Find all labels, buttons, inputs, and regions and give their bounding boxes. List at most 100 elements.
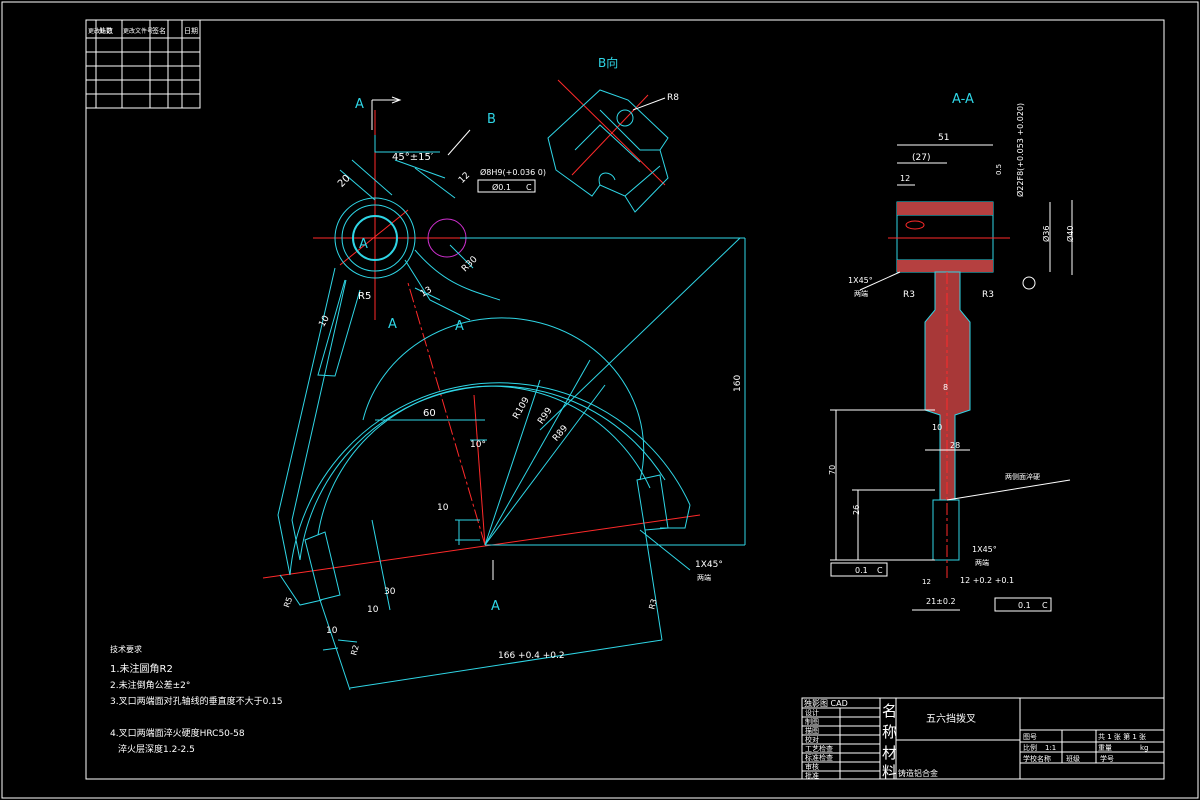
tb-r0: 图号 <box>1023 733 1037 741</box>
sec-perp-frame2 <box>994 597 1052 612</box>
dim-ang10: 10° <box>470 440 486 450</box>
dim-r99: R99 <box>536 406 555 426</box>
tb-r2: 1:1 <box>1045 744 1056 752</box>
sec-perp-datum: C <box>877 566 883 575</box>
sec-chamfer-left: 1X45° <box>848 276 873 285</box>
rev-h4: 日期 <box>184 27 198 35</box>
sec-d21: 21±0.2 <box>926 597 956 606</box>
arrow-mark-b: B <box>487 112 496 127</box>
tb-part-name: 五六挡拨叉 <box>926 712 976 725</box>
tb-cad: 独影图 CAD <box>804 698 848 708</box>
sec-d8: 8 <box>943 383 948 392</box>
dim-chamfer-note: 两端 <box>697 573 711 582</box>
dim-12: 12 <box>457 171 472 186</box>
tb-name-0: 名 <box>882 702 897 720</box>
rev-h1: 处数 <box>99 26 113 35</box>
sec-d12tol: 12 +0.2 +0.1 <box>960 576 1014 585</box>
sec-r3l: R3 <box>903 290 915 300</box>
sec-chamfer-right-note: 两端 <box>975 558 989 567</box>
sec-chamfer-right: 1X45° <box>972 545 997 554</box>
sec-mark-3: A <box>388 317 397 332</box>
dim-r2: R2 <box>349 644 360 657</box>
tb-row-5: 标准检查 <box>805 753 833 762</box>
position-datum: C <box>526 183 532 192</box>
dim-10d: 10 <box>326 626 338 636</box>
sec-d12b: 12 <box>922 578 931 586</box>
sec-d70: 70 <box>828 465 837 475</box>
sec-d40: Ø40 <box>1065 226 1075 242</box>
datum-c-symbol <box>1022 276 1036 290</box>
tb-row-3: 校对 <box>805 735 819 744</box>
sec-perp-tol: 0.1 <box>855 566 868 575</box>
dim-10b: 10 <box>437 503 449 513</box>
inner-border <box>85 19 1165 780</box>
sec-d27: (27) <box>912 153 930 163</box>
dim-angle-45: 45°±15′ <box>392 152 434 163</box>
tb-r6: 学校名称 <box>1023 754 1051 763</box>
dim-chamfer: 1X45° <box>695 560 723 570</box>
note-4: 4.叉口两端面淬火硬度HRC50-58 <box>110 727 245 739</box>
dim-r3: R3 <box>647 598 658 611</box>
tb-r4: 重量 <box>1098 744 1112 752</box>
sec-note-faces: 两侧面淬硬 <box>1005 472 1040 481</box>
technical-notes: 技术要求 1.未注圆角R2 2.未注倒角公差±2° 3.叉口两端面对孔轴线的垂直… <box>110 644 283 755</box>
tb-name-3: 料 <box>882 763 897 781</box>
sec-bore: Ø22F8(+0.053 +0.020) <box>1015 103 1025 197</box>
dim-r109: R109 <box>511 395 532 421</box>
dim-len166: 166 +0.4 +0.2 <box>498 651 565 661</box>
tb-row-7: 批准 <box>805 771 819 780</box>
sec-mark-4: A <box>455 319 464 334</box>
tb-row-1: 制图 <box>805 717 819 726</box>
position-tol: Ø0.1 <box>492 182 511 192</box>
title-block: 独影图 CAD 设计 制图 描图 校对 工艺检查 标准检查 审核 批准 名 称 … <box>801 697 1165 781</box>
notes-heading: 技术要求 <box>110 644 142 654</box>
sec-d51: 51 <box>938 133 949 143</box>
sec-d26: 26 <box>852 505 861 515</box>
rev-h3: 签名 <box>152 26 166 35</box>
sec-mark-5: A <box>491 599 500 614</box>
tb-r5: kg <box>1140 744 1149 752</box>
note-5: 淬火层深度1.2-2.5 <box>118 743 195 755</box>
sec-d28: 28 <box>950 441 960 450</box>
dim-r5b: R5 <box>282 596 294 609</box>
dim-60: 60 <box>423 408 436 419</box>
sec-d05: 0.5 <box>995 164 1003 175</box>
tb-name-2: 材 <box>882 744 897 762</box>
aux-view-b: B向 R8 <box>547 55 679 213</box>
main-view: A A A A A B 20 45°±15′ 12 Ø8H9(+0.036 0)… <box>262 79 746 691</box>
tb-r3: 共 1 张 第 1 张 <box>1098 732 1146 741</box>
hole-fit: Ø8H9(+0.036 0) <box>480 167 546 177</box>
revision-table: 更改标记 处数 更改文件号 签名 日期 <box>85 19 201 109</box>
tb-material: 铸造铝合金 <box>898 768 938 778</box>
tb-row-0: 设计 <box>805 708 819 717</box>
note-2: 2.未注倒角公差±2° <box>110 679 190 691</box>
sec-d10: 10 <box>932 423 942 432</box>
tb-name-1: 称 <box>882 723 897 741</box>
rev-h0: 更改标记 <box>88 27 112 35</box>
tb-row-6: 审核 <box>805 762 819 771</box>
sec-r3r: R3 <box>982 290 994 300</box>
sec-perp-frame <box>830 562 888 577</box>
sec-perp-tol2: 0.1 <box>1018 601 1031 610</box>
tb-row-2: 描图 <box>805 726 819 735</box>
sec-d36: Ø36 <box>1041 226 1051 242</box>
sec-mark-2: A <box>359 237 368 252</box>
dim-13: 13 <box>419 285 434 299</box>
rev-h2: 更改文件号 <box>123 27 153 35</box>
tb-r7: 班级 <box>1066 754 1080 763</box>
aux-r8: R8 <box>667 93 679 103</box>
aux-view-label: B向 <box>598 55 618 70</box>
note-1: 1.未注圆角R2 <box>110 662 173 675</box>
dim-30: 30 <box>384 587 396 597</box>
tb-r8: 学号 <box>1100 754 1114 763</box>
position-frame <box>477 179 536 193</box>
dim-10c: 10 <box>367 605 379 615</box>
dim-r5: R5 <box>358 291 371 302</box>
dim-10a: 10 <box>317 314 332 329</box>
sec-perp-datum2: C <box>1042 601 1048 610</box>
dim-r89: R89 <box>551 423 570 443</box>
note-3: 3.叉口两端面对孔轴线的垂直度不大于0.15 <box>110 695 283 707</box>
dim-160: 160 <box>733 375 743 392</box>
